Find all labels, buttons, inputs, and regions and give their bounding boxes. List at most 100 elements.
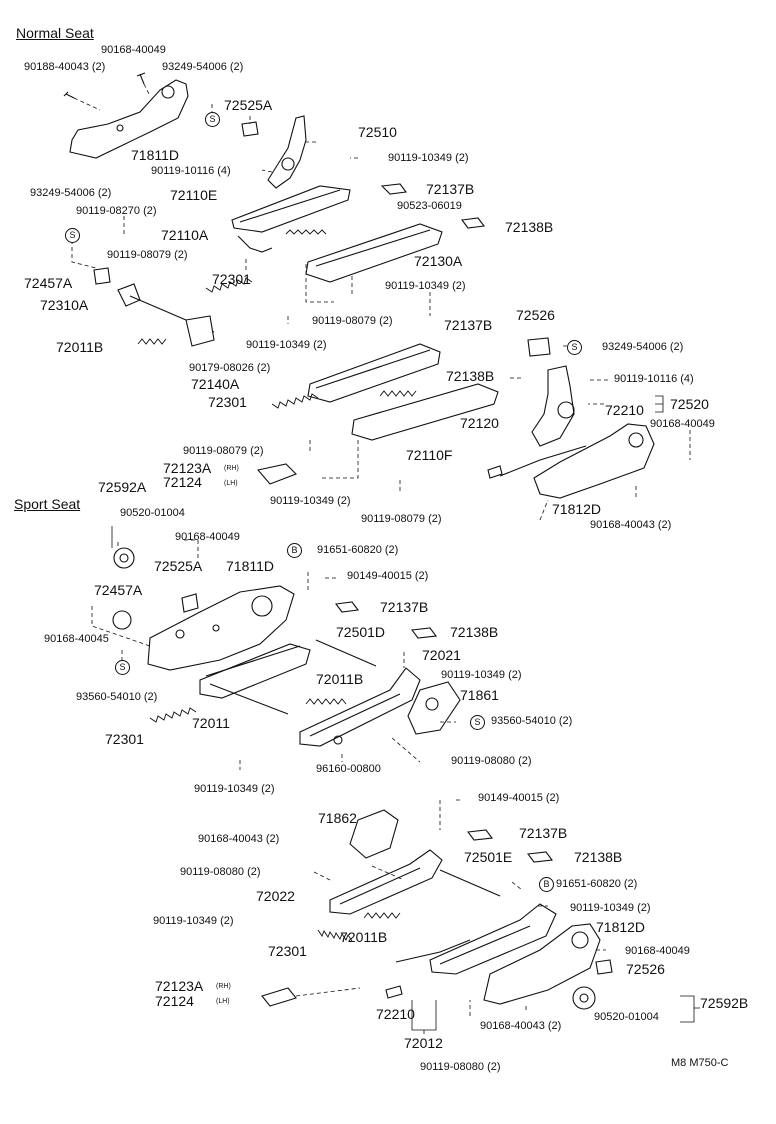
cap-72137b-sport <box>334 601 360 613</box>
part-label: 91651-60820 (2) <box>317 544 399 556</box>
part-label: 96160-00800 <box>316 763 381 775</box>
knob-72525a-sport <box>181 593 199 613</box>
part-label: 90119-10116 (4) <box>151 165 231 177</box>
part-label: 72120 <box>460 415 499 431</box>
spring-72301-b <box>271 393 319 409</box>
part-label: 90188-40043 (2) <box>24 61 106 73</box>
knob-72592a <box>113 547 135 569</box>
symbol-s: S <box>470 715 485 730</box>
symbol-b: B <box>287 543 302 558</box>
part-label: 90119-08080 (2) <box>420 1061 501 1073</box>
part-label: 71812D <box>552 501 602 517</box>
cap-72138b <box>460 217 486 229</box>
rod-72501d <box>315 639 377 667</box>
part-label: 90119-10349 (2) <box>385 280 466 292</box>
knob-72457a <box>93 267 111 285</box>
part-label: 90168-40045 <box>44 633 109 645</box>
part-label: 72137B <box>426 181 475 197</box>
part-label: 72110F <box>406 447 453 463</box>
part-label: 72021 <box>422 647 461 663</box>
part-label: 72022 <box>256 888 295 904</box>
part-label: 90119-10349 (2) <box>441 669 522 681</box>
part-label: 93560-54010 (2) <box>491 715 573 727</box>
cover-hole <box>116 124 124 132</box>
recliner-bracket-72510 <box>267 115 307 189</box>
normal-seat-heading: Normal Seat <box>16 25 94 41</box>
part-label: 71862 <box>318 810 357 826</box>
part-label: 72526 <box>516 307 555 323</box>
part-label: 90119-08080 (2) <box>451 755 532 767</box>
part-label: 90119-10349 (2) <box>388 152 469 164</box>
part-label: 72525A <box>154 558 203 574</box>
part-label: 72137B <box>519 825 568 841</box>
part-label: 72138B <box>505 219 554 235</box>
cap-72138b-sport-b <box>526 851 554 863</box>
cover-72123a-sport <box>261 987 297 1007</box>
part-label: 90168-40049 <box>175 531 240 543</box>
part-label: 90179-08026 (2) <box>189 362 271 374</box>
cap-72137b <box>380 183 408 195</box>
part-label: 72592B <box>700 995 749 1011</box>
sport-seat-heading: Sport Seat <box>14 496 81 512</box>
part-label: 90168-40043 (2) <box>480 1020 562 1032</box>
part-label: 90149-40015 (2) <box>347 570 429 582</box>
part-label: 90168-40049 <box>650 418 715 430</box>
symbol-s: S <box>115 660 130 675</box>
lever-72110a <box>237 235 273 253</box>
symbol-s: S <box>567 340 582 355</box>
part-label: 71861 <box>460 687 499 703</box>
part-label: 90119-08080 (2) <box>180 866 261 878</box>
part-label: 72130A <box>414 253 463 269</box>
part-label: 72510 <box>358 124 397 140</box>
part-label: 90520-01004 <box>594 1011 659 1023</box>
part-label: 72592A <box>98 479 147 495</box>
part-label: 72525A <box>224 97 273 113</box>
part-label: 90168-40049 <box>625 945 690 957</box>
part-label: 93249-54006 (2) <box>602 341 684 353</box>
seat-track-72110e <box>231 185 351 233</box>
spring-72301-c <box>149 707 197 723</box>
part-label: 90168-40043 (2) <box>198 833 280 845</box>
cover-71861 <box>407 681 461 735</box>
part-label: 90119-10116 (4) <box>614 373 694 385</box>
part-label: (LH) <box>224 480 238 487</box>
part-label: 72011B <box>56 339 104 355</box>
part-label: 72140A <box>191 376 240 392</box>
part-label: 71812D <box>596 919 646 935</box>
spring-72011b-c <box>363 912 401 919</box>
part-label: 90119-10349 (2) <box>246 339 327 351</box>
part-label: 90119-10349 (2) <box>153 915 234 927</box>
part-label: 72526 <box>626 961 665 977</box>
knob-72592b <box>572 986 596 1010</box>
part-label: 90168-40043 (2) <box>590 519 672 531</box>
spring-72301-d <box>317 929 353 942</box>
part-label: 72011 <box>192 715 230 731</box>
part-label: 72301 <box>268 943 307 959</box>
part-label: 91651-60820 (2) <box>556 878 638 890</box>
part-label: 72110E <box>170 187 218 203</box>
part-label: 72138B <box>450 624 499 640</box>
cover-hole <box>161 85 175 99</box>
knob-72525a <box>241 121 259 137</box>
spring-72011b-sport <box>305 698 347 705</box>
part-label: 72124 <box>163 474 202 490</box>
knob-72526-sport <box>595 959 613 975</box>
part-label: 90119-08079 (2) <box>107 249 188 261</box>
part-label: 72138B <box>574 849 623 865</box>
reference-code: M8 M750-C <box>671 1057 729 1069</box>
lock-plate-72310a <box>117 283 141 307</box>
rod-72011 <box>209 683 289 715</box>
part-label: 72457A <box>24 275 73 291</box>
part-label: 71811D <box>131 147 180 163</box>
symbol-b: B <box>539 877 554 892</box>
bracket-lines <box>111 395 700 1034</box>
part-label: 90168-40049 <box>101 44 166 56</box>
seat-side-cover-71812d <box>533 423 655 499</box>
part-label: 72310A <box>40 297 89 313</box>
part-label: 90119-08270 (2) <box>76 205 157 217</box>
track-72012 <box>429 903 557 975</box>
part-label: 72138B <box>446 368 495 384</box>
part-label: 90119-08079 (2) <box>361 513 442 525</box>
part-label: 90119-10349 (2) <box>194 783 275 795</box>
